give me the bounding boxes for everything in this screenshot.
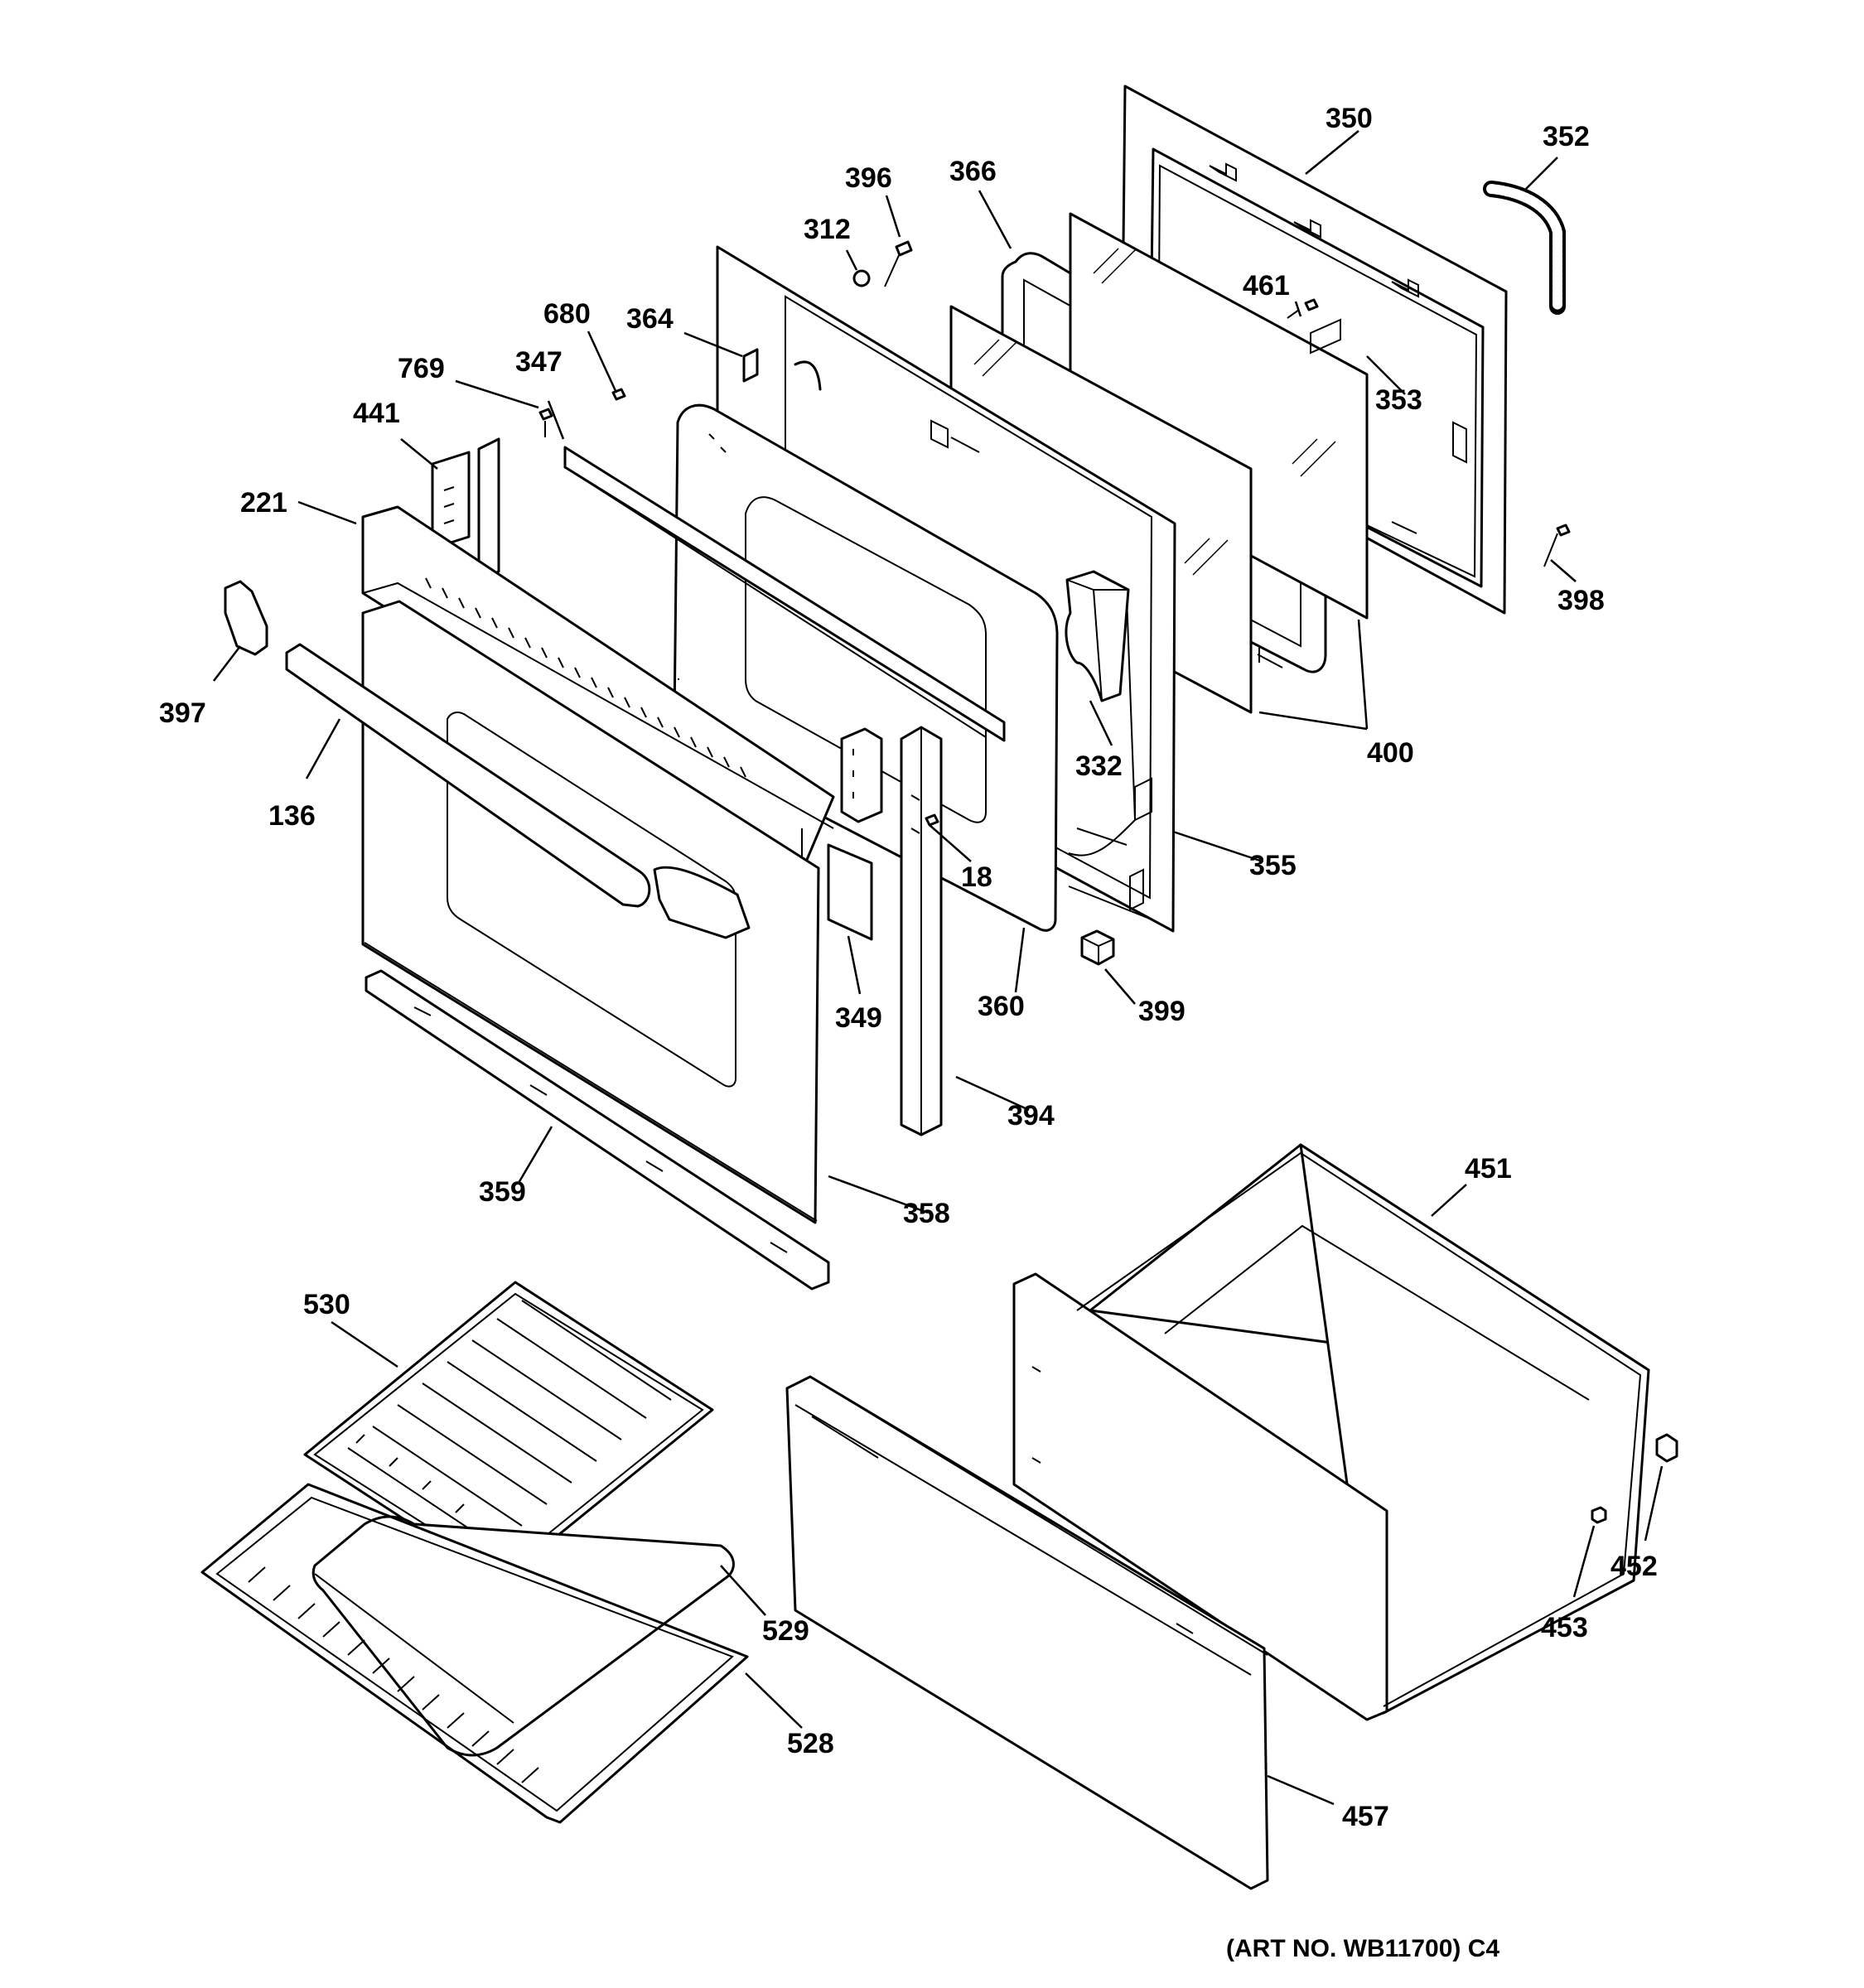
part-136-handle	[285, 643, 751, 939]
label-359: 359	[479, 1176, 526, 1208]
label-452: 452	[1610, 1551, 1658, 1582]
label-397: 397	[159, 697, 206, 729]
part-352-gasket	[1483, 181, 1566, 315]
leader-lines	[213, 130, 1664, 1806]
label-396: 396	[845, 162, 892, 194]
label-352: 352	[1543, 121, 1590, 152]
label-349: 349	[835, 1002, 882, 1034]
label-441: 441	[353, 398, 400, 429]
fasteners	[538, 240, 1571, 827]
part-359-trim	[365, 969, 830, 1291]
label-221: 221	[240, 487, 287, 519]
art-number: (ART NO. WB11700) C4	[1226, 1935, 1499, 1962]
label-680: 680	[543, 298, 591, 330]
label-528: 528	[787, 1728, 834, 1759]
label-398: 398	[1557, 585, 1605, 616]
part-349-insulation	[827, 843, 873, 941]
label-366: 366	[949, 156, 997, 187]
part-528-oven-rack	[200, 1483, 749, 1824]
part-394-channel	[900, 726, 943, 1136]
label-529: 529	[762, 1615, 809, 1647]
label-453: 453	[1541, 1612, 1588, 1643]
label-312: 312	[804, 214, 851, 245]
part-451-drawer	[1012, 1143, 1650, 1721]
label-364: 364	[626, 303, 674, 335]
label-360: 360	[978, 991, 1025, 1022]
label-451: 451	[1465, 1153, 1512, 1185]
label-18: 18	[961, 861, 992, 893]
part-347-bar	[563, 446, 1006, 746]
part-529-broiler-pan	[311, 1515, 735, 1757]
label-394: 394	[1007, 1100, 1055, 1132]
label-358: 358	[903, 1198, 950, 1229]
label-530: 530	[303, 1289, 350, 1320]
part-332-insulation	[1065, 570, 1130, 702]
part-452-clip	[1655, 1433, 1678, 1463]
label-457: 457	[1342, 1801, 1389, 1832]
part-453-screw	[1591, 1506, 1607, 1524]
part-397-end-cap	[224, 580, 268, 656]
label-347: 347	[515, 346, 563, 378]
label-769: 769	[398, 353, 445, 384]
label-136: 136	[268, 800, 316, 832]
label-399: 399	[1138, 996, 1186, 1027]
part-18-hinge	[840, 727, 883, 823]
label-400: 400	[1367, 737, 1414, 769]
label-353: 353	[1375, 384, 1422, 416]
part-358-outer-door	[361, 600, 820, 1224]
label-461: 461	[1243, 270, 1290, 302]
part-441-hinge	[431, 437, 500, 583]
label-350: 350	[1326, 103, 1373, 134]
part-457-drawer-front	[785, 1375, 1269, 1890]
label-355: 355	[1249, 850, 1297, 881]
part-labels: 350 352 396 366 312 461 364 680 353 769 …	[159, 103, 1658, 1832]
label-332: 332	[1075, 750, 1123, 782]
part-399-bumper	[1080, 929, 1115, 966]
